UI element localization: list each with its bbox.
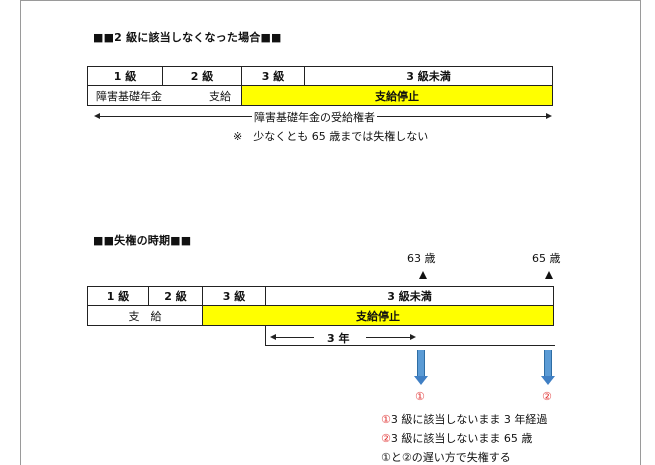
span-arrow-right bbox=[546, 113, 552, 119]
age-63-marker-icon bbox=[419, 271, 427, 279]
paid-label: 支給 bbox=[209, 89, 231, 103]
years-arrow-left-line bbox=[274, 337, 314, 338]
section2-heading: ■■失権の時期■■ bbox=[93, 234, 192, 247]
years-arrow-right-icon bbox=[410, 334, 416, 340]
note-line-1: ①3 級に該当しないまま 3 年経過 bbox=[381, 411, 547, 427]
section1-note: ※ 少なくとも 65 歳までは失権しない bbox=[233, 130, 429, 143]
down-arrow-1-icon bbox=[414, 376, 428, 385]
down-arrow-2-shaft bbox=[544, 350, 552, 376]
years-label: 3 年 bbox=[327, 332, 350, 345]
years-arrow-left-icon bbox=[270, 334, 276, 340]
note-1-mark: ① bbox=[381, 413, 391, 426]
span-bottom-line bbox=[265, 345, 555, 346]
suspended-cell: 支給停止 bbox=[241, 85, 553, 106]
note-line-2: ②3 級に該当しないまま 65 歳 bbox=[381, 430, 532, 446]
note-2-text: 3 級に該当しないまま 65 歳 bbox=[390, 432, 533, 445]
s2-below-grade3-cell: 3 級未満 bbox=[265, 286, 554, 306]
span-left-tick bbox=[265, 326, 266, 346]
years-arrow-right-line bbox=[366, 337, 410, 338]
age-63-label: 63 歳 bbox=[407, 252, 436, 265]
s2-grade1-cell: 1 級 bbox=[87, 286, 149, 306]
span-label: 障害基礎年金の受給権者 bbox=[252, 109, 377, 125]
age-65-marker-icon bbox=[545, 271, 553, 279]
s2-grade3-cell: 3 級 bbox=[202, 286, 266, 306]
note-line-3: ①と②の遅い方で失権する bbox=[381, 451, 511, 464]
age-65-label: 65 歳 bbox=[532, 252, 561, 265]
page-frame-top bbox=[20, 0, 640, 1]
s2-grade2-cell: 2 級 bbox=[148, 286, 203, 306]
note-1-text: 3 級に該当しないまま 3 年経過 bbox=[390, 413, 548, 426]
note-2-mark: ② bbox=[381, 432, 391, 445]
below-grade3-cell: 3 級未満 bbox=[304, 66, 553, 86]
grade1-cell: 1 級 bbox=[87, 66, 163, 86]
page-frame-left bbox=[20, 0, 21, 465]
grade2-cell: 2 級 bbox=[162, 66, 242, 86]
down-arrow-1-shaft bbox=[417, 350, 425, 376]
grade3-cell: 3 級 bbox=[241, 66, 305, 86]
span-arrow-left bbox=[94, 113, 100, 119]
section1-heading: ■■2 級に該当しなくなった場合■■ bbox=[93, 31, 282, 44]
basic-pension-paid-cell: 障害基礎年金 支給 bbox=[87, 85, 242, 106]
s2-paid-cell: 支 給 bbox=[87, 305, 203, 326]
marker-2: ② bbox=[542, 390, 552, 403]
down-arrow-2-icon bbox=[541, 376, 555, 385]
basic-pension-label: 障害基礎年金 bbox=[96, 89, 162, 103]
marker-1: ① bbox=[415, 390, 425, 403]
page-frame-right bbox=[640, 0, 641, 465]
s2-suspended-cell: 支給停止 bbox=[202, 305, 554, 326]
